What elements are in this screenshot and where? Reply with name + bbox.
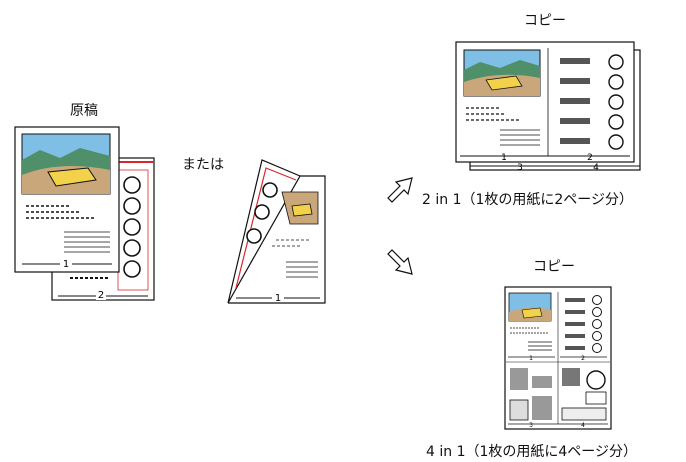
folded-page-number: 1 — [275, 293, 281, 304]
copy-4in1-page-3-number: 3 — [529, 422, 533, 429]
copy-4in1-title: コピー — [533, 259, 575, 275]
layout-2in1-caption: 2 in 1（1枚の用紙に2ページ分） — [422, 192, 634, 208]
copy-4in1-wheel-icons — [592, 295, 602, 353]
copy-2in1-title: コピー — [524, 13, 566, 29]
original-page-2-wheel-icons — [123, 176, 141, 278]
layout-4in1-caption: 4 in 1（1枚の用紙に4ページ分） — [426, 444, 638, 460]
original-page-1: 1 — [14, 126, 120, 273]
car-icon — [47, 167, 97, 187]
arrow-2in1-icon — [387, 177, 413, 203]
copy-2in1-wheel-icons — [608, 54, 624, 150]
copy-4in1-page-2-number: 2 — [581, 355, 585, 362]
copy-2in1: 3 4 1 2 — [455, 41, 641, 173]
copy-2in1-right-number: 2 — [587, 153, 593, 163]
copy-4in1-page-1-number: 1 — [529, 355, 533, 362]
copy-2in1-back-left-number: 3 — [517, 163, 523, 173]
arrow-4in1-icon — [387, 249, 413, 275]
copy-2in1-left-number: 1 — [501, 153, 507, 163]
folded-original: 1 — [227, 159, 326, 304]
original-page-1-number: 1 — [63, 259, 69, 270]
or-label: または — [182, 157, 224, 173]
original-label: 原稿 — [70, 103, 98, 119]
original-page-2-number: 2 — [98, 290, 104, 301]
copy-2in1-back-right-number: 4 — [593, 163, 599, 173]
copy-4in1: 1 2 3 4 — [504, 286, 612, 430]
copy-4in1-page-4-number: 4 — [581, 422, 585, 429]
